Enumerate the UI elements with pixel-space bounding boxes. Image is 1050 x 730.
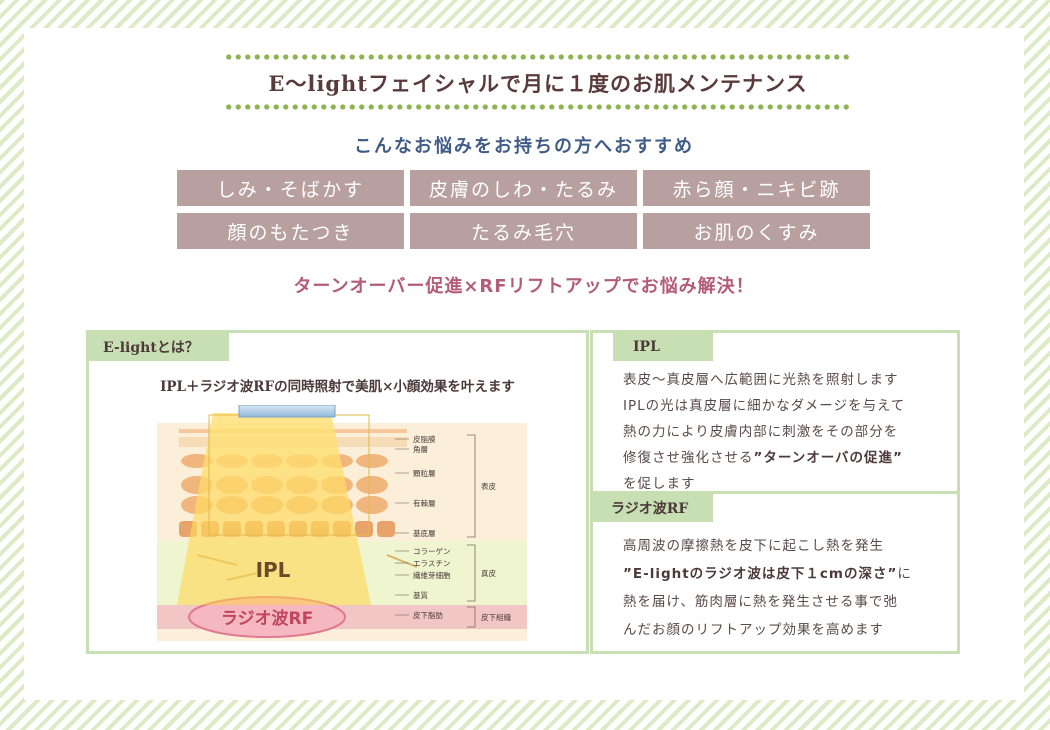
ipl-tag: IPL — [613, 333, 713, 361]
group-label: 皮下組織 — [481, 612, 511, 622]
ipl-line: を促します — [623, 476, 696, 492]
concern-chip: お肌のくすみ — [643, 213, 870, 249]
concern-chip: たるみ毛穴 — [410, 213, 637, 249]
layer-label: 皮下脂肪 — [413, 610, 443, 620]
solution-headline: ターンオーバー促進×RFリフトアップでお悩み解決！ — [293, 276, 755, 297]
ipl-beam — [177, 413, 371, 605]
layer-label: 皮脂膜 — [413, 434, 436, 444]
elight-section: E-lightとは？ IPL＋ラジオ波RFの同時照射で美肌×小顔効果を叶えます — [86, 330, 589, 654]
rf-emphasis: ”E-lightのラジオ波は皮下１cmの深さ” — [623, 566, 898, 582]
ipl-line: 修復させ強化させる”ターンオーバの促進” — [623, 450, 903, 466]
concern-chip: しみ・そばかす — [177, 170, 404, 206]
layer-label: 有棘層 — [413, 498, 436, 508]
group-label: 表皮 — [481, 481, 496, 491]
rf-line: ”E-lightのラジオ波は皮下１cmの深さ”に — [623, 566, 912, 582]
dotted-divider-bottom — [224, 104, 852, 110]
page-title: E〜lightフェイシャルで月に１度のお肌メンテナンス — [268, 71, 808, 96]
page-subtitle: こんなお悩みをお持ちの方へおすすめ — [354, 136, 694, 157]
ipl-line: IPLの光は真皮層に細かなダメージを与えて — [623, 398, 906, 414]
elight-lead: IPL＋ラジオ波RFの同時照射で美肌×小顔効果を叶えます — [160, 379, 515, 395]
ipl-section: IPL 表皮〜真皮層へ広範囲に光熱を照射します IPLの光は真皮層に細かなダメー… — [590, 330, 960, 494]
rf-section: ラジオ波RF 高周波の摩擦熱を皮下に起こし熱を発生 ”E-lightのラジオ波は… — [590, 491, 960, 654]
layer-label: 基底層 — [413, 528, 436, 538]
device-head — [238, 405, 336, 418]
layer-label: 顆粒層 — [413, 468, 436, 478]
layer-label: コラーゲン — [413, 547, 451, 556]
ipl-line: 熱の力により皮膚内部に刺激をその部分を — [623, 424, 899, 440]
layer-label: 基質 — [413, 590, 428, 600]
rf-line: んだお顔のリフトアップ効果を高めます — [623, 622, 884, 638]
rf-line: 高周波の摩擦熱を皮下に起こし熱を発生 — [623, 538, 884, 554]
content-panel: E〜lightフェイシャルで月に１度のお肌メンテナンス こんなお悩みをお持ちの方… — [24, 28, 1024, 700]
concern-chip: 顔のもたつき — [177, 213, 404, 249]
rf-description: 高周波の摩擦熱を皮下に起こし熱を発生 ”E-lightのラジオ波は皮下１cmの深… — [623, 532, 912, 644]
layer-label: エラスチン — [413, 559, 450, 568]
elight-tag: E-lightとは？ — [89, 333, 229, 361]
ipl-emphasis: ”ターンオーバの促進” — [753, 450, 903, 466]
rf-line: 熱を届け、筋肉層に熱を発生させる事で弛 — [623, 594, 898, 610]
layer-label: 繊維芽細胞 — [413, 570, 451, 580]
ipl-description: 表皮〜真皮層へ広範囲に光熱を照射します IPLの光は真皮層に細かなダメージを与え… — [623, 367, 905, 497]
skin-diagram: ラジオ波RF IPL 皮脂膜 角層 顆粒層 有棘層 基底層 コラーゲン エラスチ… — [157, 405, 527, 641]
group-label: 真皮 — [481, 568, 496, 578]
ipl-line: 表皮〜真皮層へ広範囲に光熱を照射します — [623, 372, 899, 388]
rf-label: ラジオ波RF — [221, 608, 313, 629]
concern-chip: 皮膚のしわ・たるみ — [410, 170, 637, 206]
rf-tag: ラジオ波RF — [593, 494, 713, 522]
concern-chip: 赤ら顔・ニキビ跡 — [643, 170, 870, 206]
ipl-label: IPL — [256, 558, 291, 582]
dotted-divider-top — [224, 54, 852, 60]
layer-label: 角層 — [413, 444, 428, 454]
